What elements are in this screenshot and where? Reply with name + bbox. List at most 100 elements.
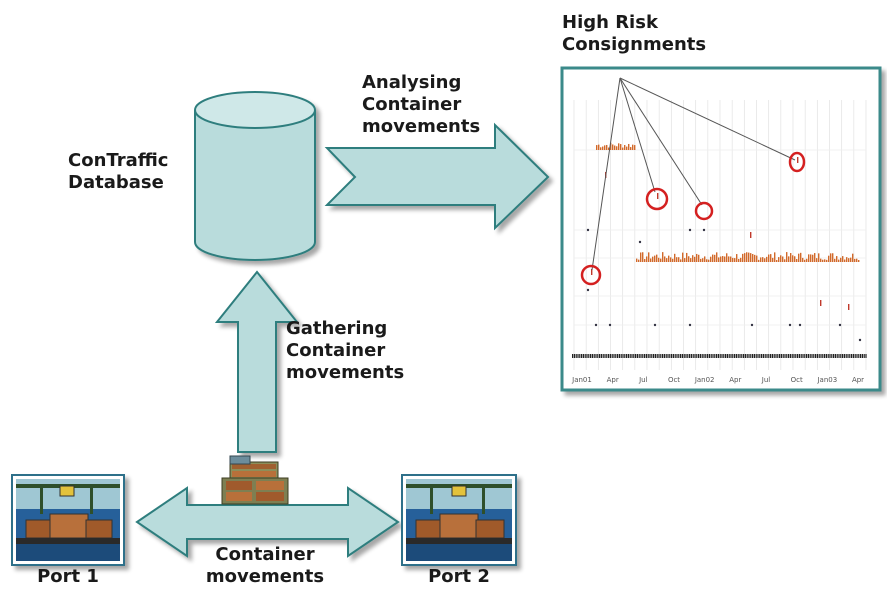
high-risk-label-line: High Risk <box>562 12 658 33</box>
scatter-mark <box>644 259 646 262</box>
scatter-mark <box>754 254 756 262</box>
axis-tick-label: Jul <box>638 376 648 384</box>
scatter-mark <box>599 354 601 358</box>
scatter-mark <box>788 256 790 262</box>
scatter-mark <box>606 144 608 150</box>
scatter-mark <box>743 354 745 358</box>
scatter-mark <box>692 255 694 262</box>
scatter-mark <box>798 253 800 262</box>
axis-tick-label: Apr <box>852 376 864 384</box>
container-movements-label-line: Container <box>215 544 315 565</box>
scatter-mark <box>666 258 668 262</box>
scatter-mark <box>726 253 728 262</box>
scatter-mark <box>829 354 831 358</box>
scatter-mark <box>746 354 748 358</box>
scatter-mark <box>822 259 824 262</box>
axis-tick-label: Apr <box>607 376 619 384</box>
scatter-mark <box>689 354 691 358</box>
scatter-mark <box>610 142 612 150</box>
scatter-mark <box>668 255 670 262</box>
scatter-mark <box>652 256 654 262</box>
scatter-mark <box>616 146 618 150</box>
scatter-mark <box>622 354 624 358</box>
highlight-pointer-lines <box>591 77 796 271</box>
scatter-mark <box>706 259 708 262</box>
scatter-mark <box>682 252 684 262</box>
scatter-mark <box>807 354 809 358</box>
scatter-mark <box>638 354 640 358</box>
scatter-mark <box>822 354 824 358</box>
scatter-mark <box>854 258 856 262</box>
scatter-mark <box>581 354 583 358</box>
scatter-mark <box>800 354 802 358</box>
scatter-mark <box>716 252 718 262</box>
scatter-mark <box>756 255 758 262</box>
scatter-mark <box>764 258 766 262</box>
scatter-mark <box>608 147 610 150</box>
scatter-mark <box>586 354 588 358</box>
scatter-mark <box>604 145 606 150</box>
analysing-arrow <box>324 122 550 231</box>
scatter-mark <box>795 354 797 358</box>
scatter-mark <box>669 354 671 358</box>
scatter-mark <box>602 354 604 358</box>
scatter-mark <box>662 354 664 358</box>
scatter-mark <box>658 354 660 358</box>
scatter-mark <box>728 256 730 262</box>
scatter-mark <box>834 354 836 358</box>
scatter-mark <box>752 254 754 262</box>
scatter-mark <box>830 253 832 262</box>
scatter-mark <box>800 252 802 262</box>
scatter-mark <box>828 255 830 262</box>
scatter-mark <box>788 323 792 327</box>
scatter-mark <box>750 232 752 238</box>
gathering-label-line: Gathering <box>286 318 388 339</box>
scatter-mark <box>703 354 705 358</box>
scatter-mark <box>630 147 632 150</box>
scatter-mark <box>762 354 764 358</box>
scatter-mark <box>806 354 808 358</box>
scatter-mark <box>586 288 590 292</box>
container-movements-label-line: movements <box>205 566 325 587</box>
scatter-mark <box>614 145 616 150</box>
port1-label: Port 1 <box>37 566 99 587</box>
scatter-mark <box>608 323 612 327</box>
scatter-mark <box>818 253 820 262</box>
scatter-mark <box>684 258 686 262</box>
scatter-mark <box>759 354 761 358</box>
scatter-mark <box>820 354 822 358</box>
scatter-mark <box>768 354 770 358</box>
scatter-mark <box>725 354 727 358</box>
scatter-mark <box>750 354 752 358</box>
scatter-mark <box>712 354 714 358</box>
scatter-mark <box>739 354 741 358</box>
scatter-mark <box>617 354 619 358</box>
scatter-mark <box>636 354 638 358</box>
scatter-mark <box>622 147 624 150</box>
scatter-mark <box>672 354 674 358</box>
scatter-mark <box>804 354 806 358</box>
scatter-mark <box>645 354 647 358</box>
scatter-mark <box>627 354 629 358</box>
scatter-mark <box>710 256 712 262</box>
gathering-label-line: movements <box>286 362 405 383</box>
scatter-mark <box>802 354 804 358</box>
scatter-mark <box>694 256 696 262</box>
scatter-mark <box>764 354 766 358</box>
scatter-mark <box>628 143 630 150</box>
scatter-mark <box>732 354 734 358</box>
scatter-mark <box>848 258 850 262</box>
scatter-mark <box>577 354 579 358</box>
scatter-mark <box>827 354 829 358</box>
analysing-label-line: Container <box>362 94 462 115</box>
scatter-mark <box>790 253 792 262</box>
scatter-mark <box>730 354 732 358</box>
scatter-mark <box>591 354 593 358</box>
scatter-mark <box>784 259 786 262</box>
scatter-mark <box>798 323 802 327</box>
scatter-mark <box>716 354 718 358</box>
scatter-mark <box>717 354 719 358</box>
scatter-mark <box>734 258 736 262</box>
scatter-mark <box>858 338 862 342</box>
